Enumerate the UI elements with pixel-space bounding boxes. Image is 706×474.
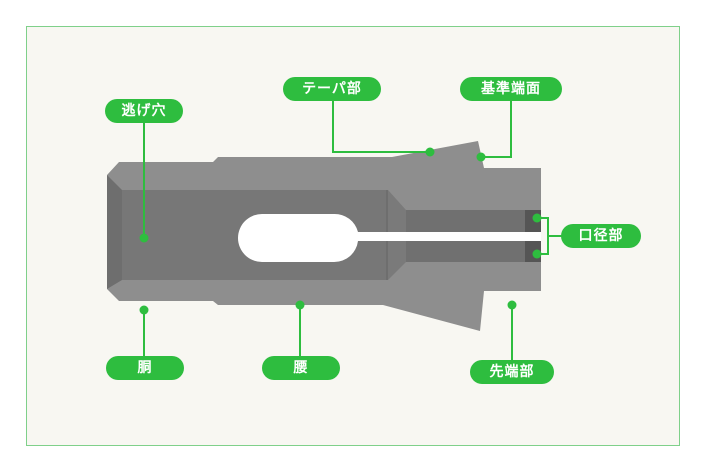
dot-sentan bbox=[507, 300, 517, 310]
label-dou: 胴 bbox=[106, 356, 184, 380]
dot-taper bbox=[425, 147, 435, 157]
slot bbox=[238, 213, 541, 263]
dot-kokei-top bbox=[532, 213, 542, 223]
label-koshi: 腰 bbox=[262, 356, 340, 380]
label-kokei: 口径部 bbox=[561, 224, 641, 248]
label-taper: テーパ部 bbox=[283, 77, 381, 101]
label-nigeana: 逃げ穴 bbox=[105, 99, 183, 123]
label-kijun-tanmen: 基準端面 bbox=[460, 77, 562, 101]
dot-kokei-bottom bbox=[532, 249, 542, 259]
label-sentan: 先端部 bbox=[470, 360, 554, 384]
dot-dou bbox=[139, 305, 149, 315]
dot-kijun bbox=[476, 152, 486, 162]
dot-koshi bbox=[295, 300, 305, 310]
dot-nigeana bbox=[139, 233, 149, 243]
